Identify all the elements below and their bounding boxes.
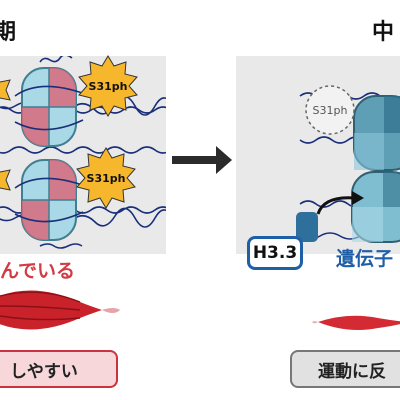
h33-histone-block	[296, 212, 318, 242]
s31ph-bottom-label: S31ph	[87, 172, 126, 185]
right-result-box: 運動に反	[290, 350, 400, 388]
s31ph-star-bottom: S31ph	[76, 147, 136, 209]
partial-star-bottom	[0, 169, 11, 191]
s31ph-star-top: S31ph	[78, 55, 138, 117]
right-nucleosome-bottom	[351, 171, 400, 243]
transition-arrow	[172, 146, 232, 174]
nucleosome-top	[14, 67, 86, 147]
incorporation-arrowhead	[352, 191, 364, 205]
muscle-right	[312, 315, 400, 330]
left-caption: んでいる	[0, 260, 76, 282]
nucleosome-bottom	[14, 159, 86, 241]
incorporation-arrow	[316, 196, 355, 215]
left-result-box: しやすい	[0, 350, 118, 388]
left-title: 期	[0, 20, 17, 45]
right-nucleosome-top	[353, 95, 400, 171]
s31ph-top-label: S31ph	[89, 80, 128, 93]
h33-label-box: H3.3	[247, 236, 303, 270]
muscle-left	[0, 290, 120, 330]
right-caption: 遺伝子	[336, 248, 394, 270]
s31ph-dashed-label: S31ph	[313, 104, 348, 117]
s31ph-dashed-badge: S31ph	[305, 85, 355, 135]
partial-star-top	[0, 79, 11, 101]
right-title: 中	[372, 20, 395, 45]
